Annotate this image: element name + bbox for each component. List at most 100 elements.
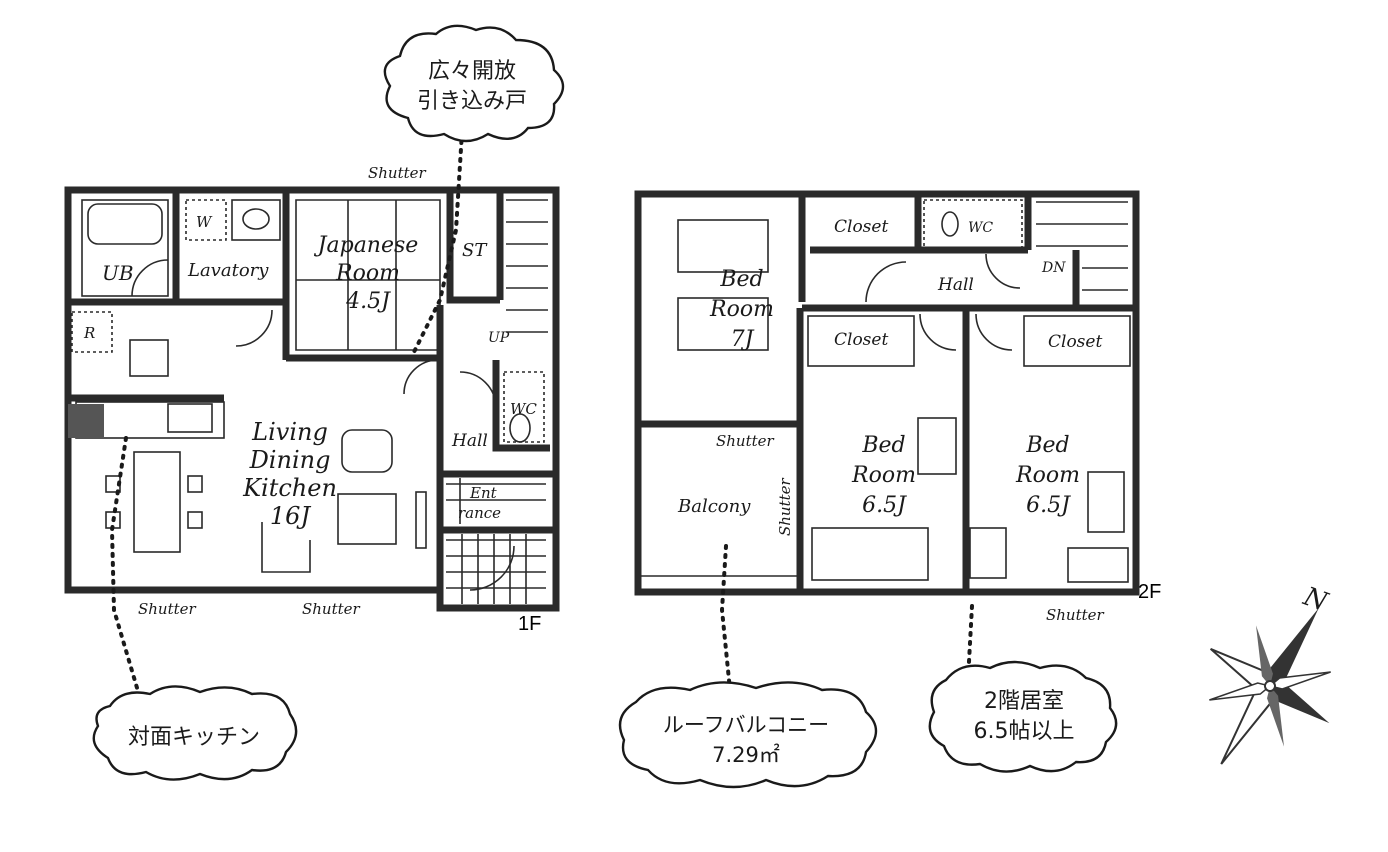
desk xyxy=(917,417,957,475)
chair xyxy=(187,475,203,493)
island-counter xyxy=(133,451,181,553)
entry-door-swing xyxy=(469,545,515,591)
tv-board xyxy=(415,491,427,549)
closet-label: Closet xyxy=(834,217,888,237)
bed xyxy=(677,297,769,351)
bed xyxy=(677,219,769,273)
entrance-floor xyxy=(446,534,546,604)
bedroom7-size: 7J xyxy=(731,327,755,352)
fridge xyxy=(71,311,113,353)
ldk-size: 16J xyxy=(270,502,312,530)
closet-label: Closet xyxy=(834,330,888,350)
ldk-label-1: Living xyxy=(251,418,328,446)
wall xyxy=(446,192,500,304)
callout-sliding-door: 広々開放 引き込み戸 xyxy=(383,24,565,143)
lavatory-label: Lavatory xyxy=(187,260,269,281)
compass-needle xyxy=(1267,686,1284,747)
sink-counter xyxy=(231,199,281,241)
coffee-table xyxy=(337,493,397,545)
compass-needle xyxy=(1266,607,1319,686)
sink-basin xyxy=(242,208,270,230)
callout-text-2: 7.29㎡ xyxy=(712,743,780,767)
wc-label: WC xyxy=(510,400,537,418)
bedroom65b-label-2: Room xyxy=(1015,463,1080,488)
shelf xyxy=(969,527,1007,579)
stairs xyxy=(1036,201,1128,291)
bedroom7-label-1: Bed xyxy=(719,267,763,292)
compass-needle xyxy=(1270,682,1330,724)
door-swing xyxy=(985,253,1021,289)
bedroom7-label-2: Room xyxy=(709,297,774,322)
sofa xyxy=(261,522,311,573)
toilet xyxy=(509,413,531,443)
japanese-room-label-1: Japanese xyxy=(314,233,419,258)
leader-dots xyxy=(410,130,464,358)
floor-level-1f: 1F xyxy=(518,613,541,635)
bathtub xyxy=(87,203,163,245)
door-swing xyxy=(403,359,439,395)
callout-room-size: 2階居室 6.5帖以上 xyxy=(928,660,1118,773)
japanese-room-label-2: Room xyxy=(335,261,400,286)
wc-box xyxy=(923,199,1023,249)
compass-needle xyxy=(1256,625,1273,686)
floor-2 xyxy=(634,190,1140,596)
ldk-label-3: Kitchen xyxy=(242,474,337,502)
callout-text-1: ルーフバルコニー xyxy=(663,713,829,737)
w-label: W xyxy=(196,213,213,231)
bedroom65a-label-2: Room xyxy=(851,463,916,488)
ub-label: UB xyxy=(102,261,134,285)
bath-area xyxy=(81,199,169,297)
closet-label: Closet xyxy=(1048,332,1102,352)
callout-text-2: 引き込み戸 xyxy=(417,89,527,114)
up-label: UP xyxy=(488,330,510,346)
shutter-label: Shutter xyxy=(368,164,427,182)
compass-center xyxy=(1264,680,1276,692)
callout-text: 対面キッチン xyxy=(128,725,260,750)
hall-label: Hall xyxy=(937,275,974,295)
door-swing xyxy=(459,371,497,409)
callout-roof-balcony: ルーフバルコニー 7.29㎡ xyxy=(618,681,878,789)
shutter-label: Shutter xyxy=(716,432,775,450)
st-label: ST xyxy=(462,240,488,261)
entrance-label-1: Ent xyxy=(469,484,498,502)
closet-box xyxy=(1023,315,1131,367)
floor-1 xyxy=(64,186,560,612)
floor1-outer-wall xyxy=(64,186,560,612)
callout-text-2: 6.5帖以上 xyxy=(974,719,1075,744)
shutter-label: Shutter xyxy=(776,477,794,536)
cloud-shape xyxy=(383,24,565,143)
entrance-step xyxy=(446,478,546,524)
shutter-label: Shutter xyxy=(138,600,197,618)
entrance-label-2: rance xyxy=(458,504,501,522)
bed xyxy=(1067,547,1129,583)
ldk-label-2: Dining xyxy=(249,446,331,474)
desk xyxy=(1087,471,1125,533)
balcony-label: Balcony xyxy=(677,496,751,517)
callout-kitchen: 対面キッチン xyxy=(92,685,298,781)
chair xyxy=(187,511,203,529)
cloud-shape xyxy=(928,660,1118,773)
shutter-label: Shutter xyxy=(302,600,361,618)
stairs xyxy=(506,199,548,333)
bedroom65a-label-1: Bed xyxy=(861,433,905,458)
wc-box xyxy=(503,371,545,443)
wc-label: WC xyxy=(968,220,993,236)
callout-text-1: 広々開放 xyxy=(428,59,516,84)
under-floor-storage xyxy=(129,339,169,377)
leader-dots xyxy=(719,544,732,692)
tatami-mats xyxy=(295,199,441,351)
cloud-shape xyxy=(92,685,298,781)
armchair xyxy=(341,429,393,473)
japanese-room-size: 4.5J xyxy=(345,289,391,314)
washer xyxy=(185,199,227,241)
compass xyxy=(1209,607,1331,765)
wall xyxy=(492,360,550,452)
kitchen-sink xyxy=(167,403,213,433)
stove xyxy=(68,404,104,438)
closet-box xyxy=(807,315,915,367)
bedroom65b-label-1: Bed xyxy=(1025,433,1069,458)
r-label: R xyxy=(83,324,95,342)
cloud-shape xyxy=(618,681,878,789)
bedroom65b-size: 6.5J xyxy=(1026,493,1071,518)
